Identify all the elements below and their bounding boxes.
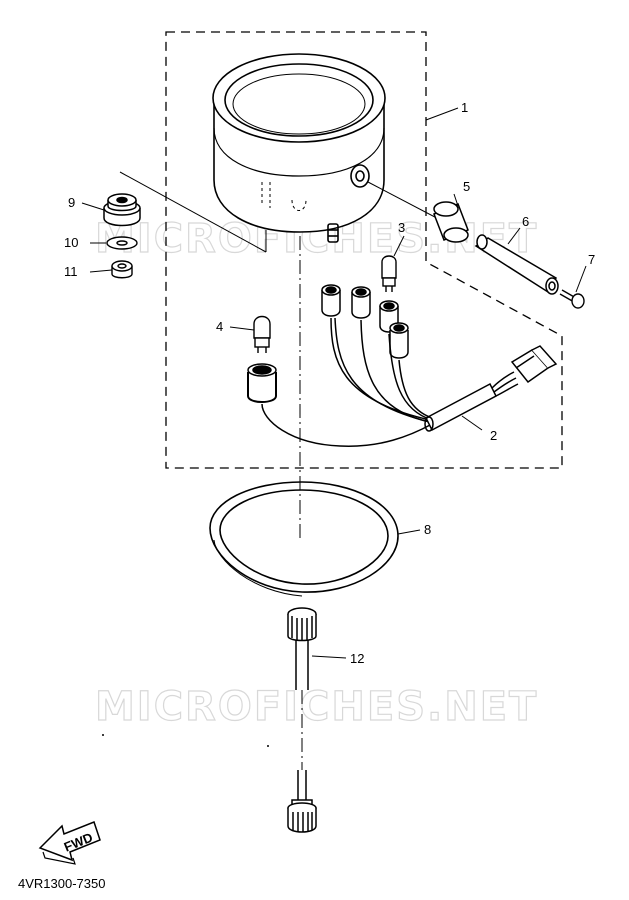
callout-7: 7 [588, 252, 595, 267]
damper [103, 193, 141, 227]
callout-9: 9 [68, 195, 75, 210]
callout-8: 8 [424, 522, 431, 537]
meter-cable [287, 607, 317, 833]
knob [474, 234, 559, 295]
callout-leaders [81, 107, 587, 659]
callout-1: 1 [461, 100, 468, 115]
bulb-upper [381, 255, 397, 292]
washer [106, 236, 138, 250]
diagram-code: 4VR1300-7350 [18, 876, 106, 891]
callout-12: 12 [350, 651, 364, 666]
meter-housing [212, 53, 386, 243]
fwd-arrow-icon: FWD [38, 821, 101, 865]
damper-leader [119, 171, 267, 253]
screw [559, 289, 585, 309]
nut [111, 260, 133, 279]
watermark-lower: MICROFICHES.NET [95, 684, 538, 730]
callout-2: 2 [490, 428, 497, 443]
callout-5: 5 [463, 179, 470, 194]
wire-harness [247, 284, 558, 447]
callout-6: 6 [522, 214, 529, 229]
stray-dot [102, 734, 104, 736]
callout-3: 3 [398, 220, 405, 235]
grommet [433, 201, 469, 243]
stray-dot [267, 745, 269, 747]
callout-11: 11 [64, 264, 78, 279]
callout-10: 10 [64, 235, 78, 250]
callout-4: 4 [216, 319, 223, 334]
callouts: 1 2 3 4 5 6 7 8 9 10 11 12 [64, 100, 595, 666]
gasket-ring [209, 481, 399, 597]
bulb-left [253, 315, 271, 353]
assembly-outline [165, 31, 563, 469]
